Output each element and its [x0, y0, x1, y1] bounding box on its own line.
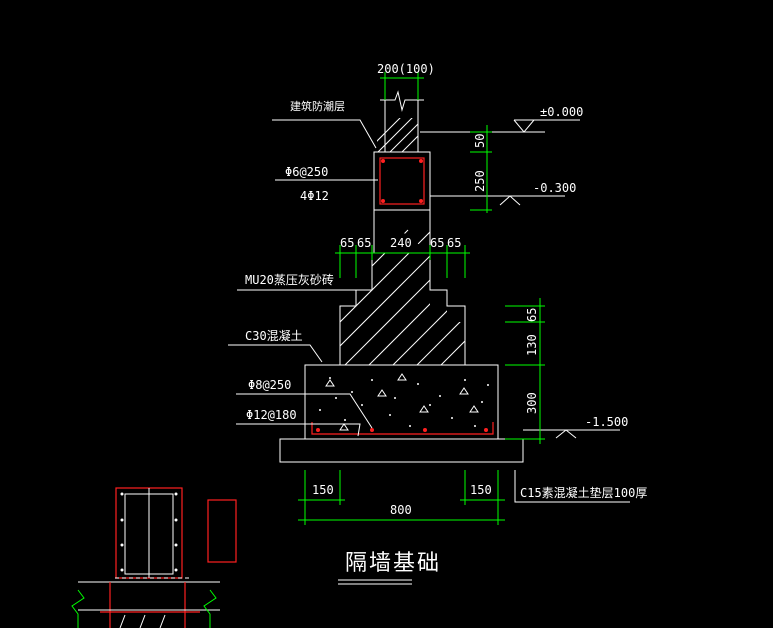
elevation-0: ±0.000 [540, 105, 583, 119]
stirrup-label: Φ6@250 [285, 165, 328, 179]
cushion-layer [279, 438, 524, 463]
dim-150-a: 150 [312, 483, 334, 497]
dim-240: 240 [390, 236, 412, 250]
dimensions [298, 72, 545, 525]
concrete-footing [304, 364, 499, 440]
dim-65-c: 65 [430, 236, 444, 250]
labels: 200(100) 建筑防潮层 Φ6@250 4Φ12 MU20蒸压灰砂砖 C30… [245, 62, 647, 576]
cushion-label: C15素混凝土垫层100厚 [520, 485, 647, 500]
ring-beam [373, 151, 431, 211]
leaders [228, 119, 630, 503]
dim-65-a: 65 [340, 236, 354, 250]
rebar-bottom-label: Φ12@180 [246, 408, 297, 422]
dim-130: 130 [525, 334, 539, 356]
brick-material-label: MU20蒸压灰砂砖 [245, 272, 334, 287]
main-bar-label: 4Φ12 [300, 189, 329, 203]
partial-detail [71, 487, 237, 628]
rebar-top-label: Φ8@250 [248, 378, 291, 392]
elevation-marks [420, 119, 620, 439]
dim-800: 800 [390, 503, 412, 517]
upper-wall [377, 82, 424, 152]
dim-65-d: 65 [447, 236, 461, 250]
dim-250: 250 [473, 170, 487, 192]
dim-300: 300 [525, 392, 539, 414]
dim-65-v: 65 [525, 308, 539, 322]
elevation-2: -1.500 [585, 415, 628, 429]
damp-proof-label: 建筑防潮层 [290, 99, 345, 113]
dim-50: 50 [473, 134, 487, 148]
dim-150-b: 150 [470, 483, 492, 497]
drawing-title: 隔墙基础 [345, 551, 441, 576]
title-underline [338, 579, 412, 585]
elevation-1: -0.300 [533, 181, 576, 195]
concrete-material-label: C30混凝土 [245, 328, 303, 343]
dim-65-b: 65 [357, 236, 371, 250]
wall-width-label: 200(100) [377, 62, 435, 76]
